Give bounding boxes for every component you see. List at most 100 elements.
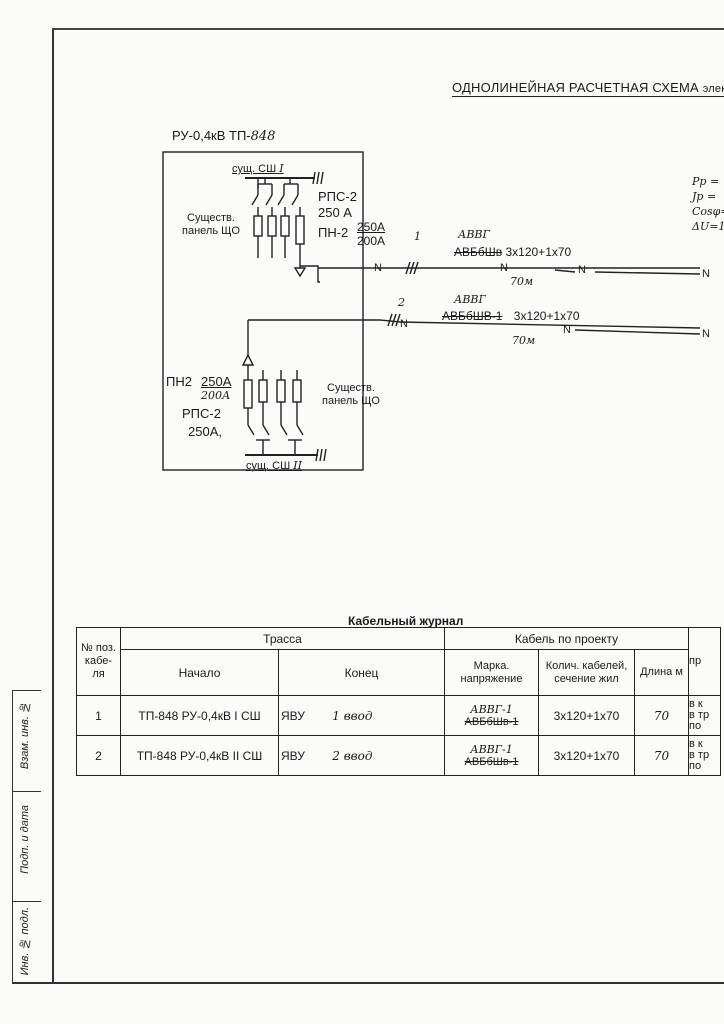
bus1-number: I [279,162,284,175]
row2-note-3: по [689,760,702,772]
row1-end: ЯВУ 1 ввод [278,695,445,736]
row1-end-text: ЯВУ [281,708,305,723]
pn-bottom-fuse: 200А [201,389,231,402]
row2-end-handwritten: 2 ввод [332,748,373,763]
row1-note-2: в тр [689,709,710,721]
stamp-cell-replacement: Взам. инв. № [13,691,41,792]
schema-title-text: ОДНОЛИНЕЙНАЯ РАСЧЕТНАЯ СХЕМА [452,80,699,95]
ru-label-text: РУ-0,4кВ ТП- [172,128,251,143]
row2-mark-text: АВБбШв-1 [464,755,519,768]
bus2-label-text: сущ. СШ [246,460,291,472]
existing-panel-bottom: Существ. панель ЩО [322,382,380,408]
row2-end-text: ЯВУ [281,748,305,763]
row1-length: 70 [634,695,689,736]
neutral-mark-2: N [500,262,508,274]
line1-number: 1 [414,230,421,243]
line1-length: 70м [510,275,534,288]
table-row: 2 ТП-848 РУ-0,4кВ II СШ ЯВУ 2 ввод АВВГ-… [76,735,721,776]
row2-mark-handwritten: АВВГ-1 [470,742,513,756]
row1-end-handwritten: 1 ввод [332,708,373,723]
bus2-number: II [293,459,302,472]
existing-panel-top-line2: панель ЩО [182,225,240,237]
line2-cable-info: АВБбШВ-1 3х120+1х70 [442,309,580,323]
line1-mark: АВБбШв [454,245,503,259]
neutral-mark-6: N [563,324,571,336]
row1-mark-handwritten: АВВГ-1 [470,702,513,716]
neutral-mark-3: N [578,264,586,276]
ru-label: РУ-0,4кВ ТП-848 [172,128,275,144]
frame-top-border [52,28,724,30]
stamp-column: Взам. инв. № Подп. и дата Инв. № подл. [12,690,41,984]
calc-power: Pр = [692,175,720,188]
row1-start: ТП-848 РУ-0,4кВ I СШ [120,695,279,736]
rps-top-rating: 250 А [318,205,352,220]
line2-section: 3х120+1х70 [513,309,580,323]
pn-bottom-rating: 250А [201,374,232,389]
row1-note-1: в к [689,698,703,710]
calc-cosphi: Cosφ= [692,205,724,218]
header-cable: Кабель по проекту [444,627,689,650]
neutral-mark-7: N [702,328,710,340]
row2-pos: 2 [76,735,121,776]
row2-note-1: в к [689,738,703,750]
row1-note: в к в тр по [688,695,721,736]
header-route: Трасса [120,627,445,650]
rps-bottom-label: РПС-2 [182,406,221,421]
journal-header-row-1: № поз. кабе-ля Трасса Кабель по проекту … [76,627,721,696]
row1-pos: 1 [76,695,121,736]
row1-section: 3х120+1х70 [538,695,635,736]
journal-header-row-2: Начало Конец Марка. напряжение Колич. ка… [77,649,721,696]
header-start: Начало [120,649,279,696]
bus2-label: сущ. СШ II [246,459,302,472]
line2-length: 70м [512,334,536,347]
row2-note-2: в тр [689,749,710,761]
existing-panel-top: Существ. панель ЩО [182,212,240,238]
rps-top-label: РПС-2 [318,189,357,204]
header-end: Конец [278,649,445,696]
header-pos: № поз. кабе-ля [76,627,121,696]
tp-number: 848 [250,129,276,144]
ru-enclosure [162,151,364,471]
calc-voltage-drop: ΔU=1 [692,220,724,233]
header-cut: пр [688,627,721,696]
existing-panel-bottom-line1: Существ. [327,382,375,394]
existing-panel-bottom-line2: панель ЩО [322,395,380,407]
row2-note: в к в тр по [688,735,721,776]
row2-mark: АВВГ-1 АВБбШв-1 [444,735,539,776]
calc-current: Jр = [692,190,717,203]
stamp-cell-signature: Подп. и дата [13,791,41,902]
line2-mark: АВБбШВ-1 [442,309,503,323]
row1-note-3: по [689,720,702,732]
line1-mark-handwritten: АВВГ [458,228,490,241]
schema-title-tail: элект [702,83,724,95]
header-count: Колич. кабелей, сечение жил [538,649,635,696]
row1-mark-text: АВБбШв-1 [464,715,519,728]
row2-start: ТП-848 РУ-0,4кВ II СШ [120,735,279,776]
neutral-mark-1: N [374,262,382,274]
frame-left-border [52,28,54,983]
pn-top-rating: 250А [357,220,386,234]
rps-bottom-rating: 250А, [188,424,222,439]
schema-title: ОДНОЛИНЕЙНАЯ РАСЧЕТНАЯ СХЕМА элект [452,80,724,97]
line2-number: 2 [398,296,405,309]
bus1-label: сущ. СШ I [232,162,284,175]
pn-bottom-label: ПН2 [166,374,192,389]
line1-section: 3х120+1х70 [505,245,572,259]
neutral-mark-5: N [400,318,408,330]
line1-cable-info: АВБбШв 3х120+1х70 [454,245,571,259]
pn-top-fuse: 200А [357,234,386,248]
header-mark: Марка. напряжение [444,649,539,696]
existing-panel-top-line1: Существ. [187,212,235,224]
cable-journal-table: № поз. кабе-ля Трасса Кабель по проекту … [76,627,721,776]
cable-journal-title: Кабельный журнал [348,614,464,628]
row2-section: 3х120+1х70 [538,735,635,776]
row2-end: ЯВУ 2 ввод [278,735,445,776]
table-row: 1 ТП-848 РУ-0,4кВ I СШ ЯВУ 1 ввод АВВГ-1… [76,695,721,736]
header-length: Длина м [634,649,689,696]
neutral-mark-4: N [702,268,710,280]
frame-bottom-border [12,982,724,984]
line2-mark-handwritten: АВВГ [454,293,486,306]
row2-length: 70 [634,735,689,776]
bus1-label-text: сущ. СШ [232,163,277,175]
